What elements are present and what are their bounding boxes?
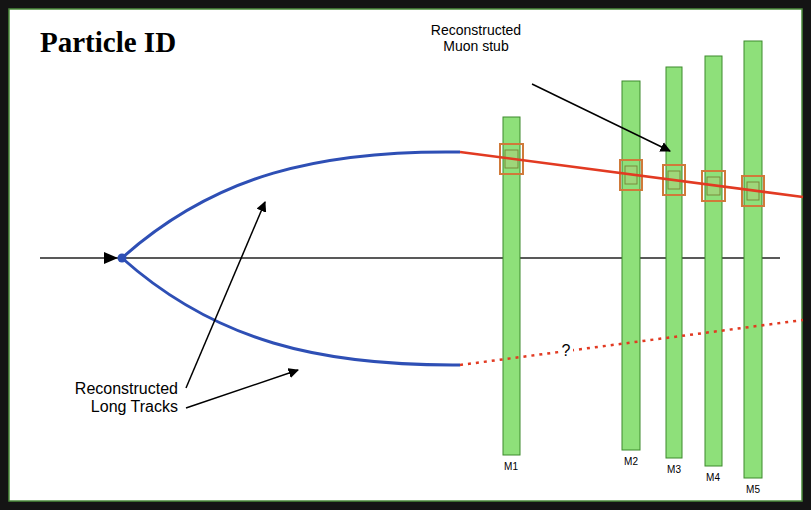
callout-label: Reconstructed Long Tracks — [48, 380, 178, 417]
long-track — [122, 258, 460, 365]
long-track — [122, 152, 460, 258]
question-mark: ? — [559, 342, 574, 360]
station-label: M5 — [746, 484, 760, 496]
callout-label: Reconstructed Muon stub — [420, 22, 532, 54]
muon-station-bar — [666, 67, 682, 458]
leader-arrow — [186, 202, 265, 388]
station-label: M3 — [667, 464, 681, 476]
muon-station-bar — [744, 41, 762, 478]
slide-title: Particle ID — [40, 26, 176, 59]
station-label: M1 — [504, 461, 518, 473]
leader-arrow — [186, 370, 298, 408]
station-label: M4 — [706, 472, 720, 484]
extrapolated-track — [460, 320, 803, 365]
muon-stub-line — [460, 152, 803, 197]
leader-arrow — [532, 84, 670, 151]
muon-stations — [503, 41, 762, 478]
muon-station-bar — [705, 56, 722, 466]
beam-arrowhead — [104, 252, 118, 264]
panel-background — [9, 9, 802, 501]
muon-station-bar — [622, 81, 640, 450]
vertex-dot — [118, 254, 127, 263]
station-label: M2 — [624, 456, 638, 468]
muon-station-bar — [503, 117, 520, 455]
